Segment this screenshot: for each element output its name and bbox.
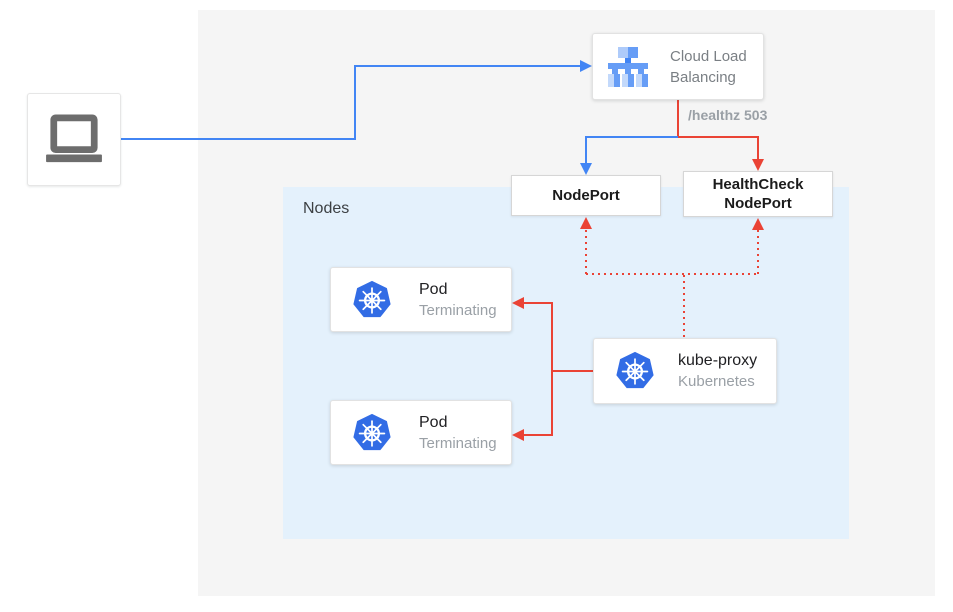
cloud-load-balancing-node: Cloud Load Balancing <box>592 33 764 100</box>
kube-proxy-text: kube-proxy Kubernetes <box>678 352 757 390</box>
healthz-status-label: /healthz 503 <box>688 107 768 123</box>
pod-terminating-2: Pod Terminating <box>330 400 512 465</box>
pod-status: Terminating <box>419 434 497 452</box>
cloud-load-balancing-icon <box>608 46 648 87</box>
cloud-load-balancing-label: Cloud Load Balancing <box>670 47 747 86</box>
nodeport-box: NodePort <box>511 175 661 216</box>
client-device <box>27 93 121 186</box>
pod-title: Pod <box>419 413 448 431</box>
pod-text: Pod Terminating <box>419 281 497 319</box>
pod-status: Terminating <box>419 301 497 319</box>
laptop-icon <box>46 113 102 162</box>
kube-proxy-subtitle: Kubernetes <box>678 373 755 390</box>
pod-text: Pod Terminating <box>419 414 497 452</box>
kubernetes-icon <box>616 351 654 389</box>
healthcheck-nodeport-box: HealthCheck NodePort <box>683 171 833 217</box>
kube-proxy-title: kube-proxy <box>678 352 758 369</box>
kube-proxy-node: kube-proxy Kubernetes <box>593 338 777 404</box>
pod-title: Pod <box>419 280 448 298</box>
pod-terminating-1: Pod Terminating <box>330 267 512 332</box>
nodes-group-label: Nodes <box>303 200 350 217</box>
kubernetes-icon <box>353 280 391 317</box>
kubernetes-icon <box>353 413 391 450</box>
